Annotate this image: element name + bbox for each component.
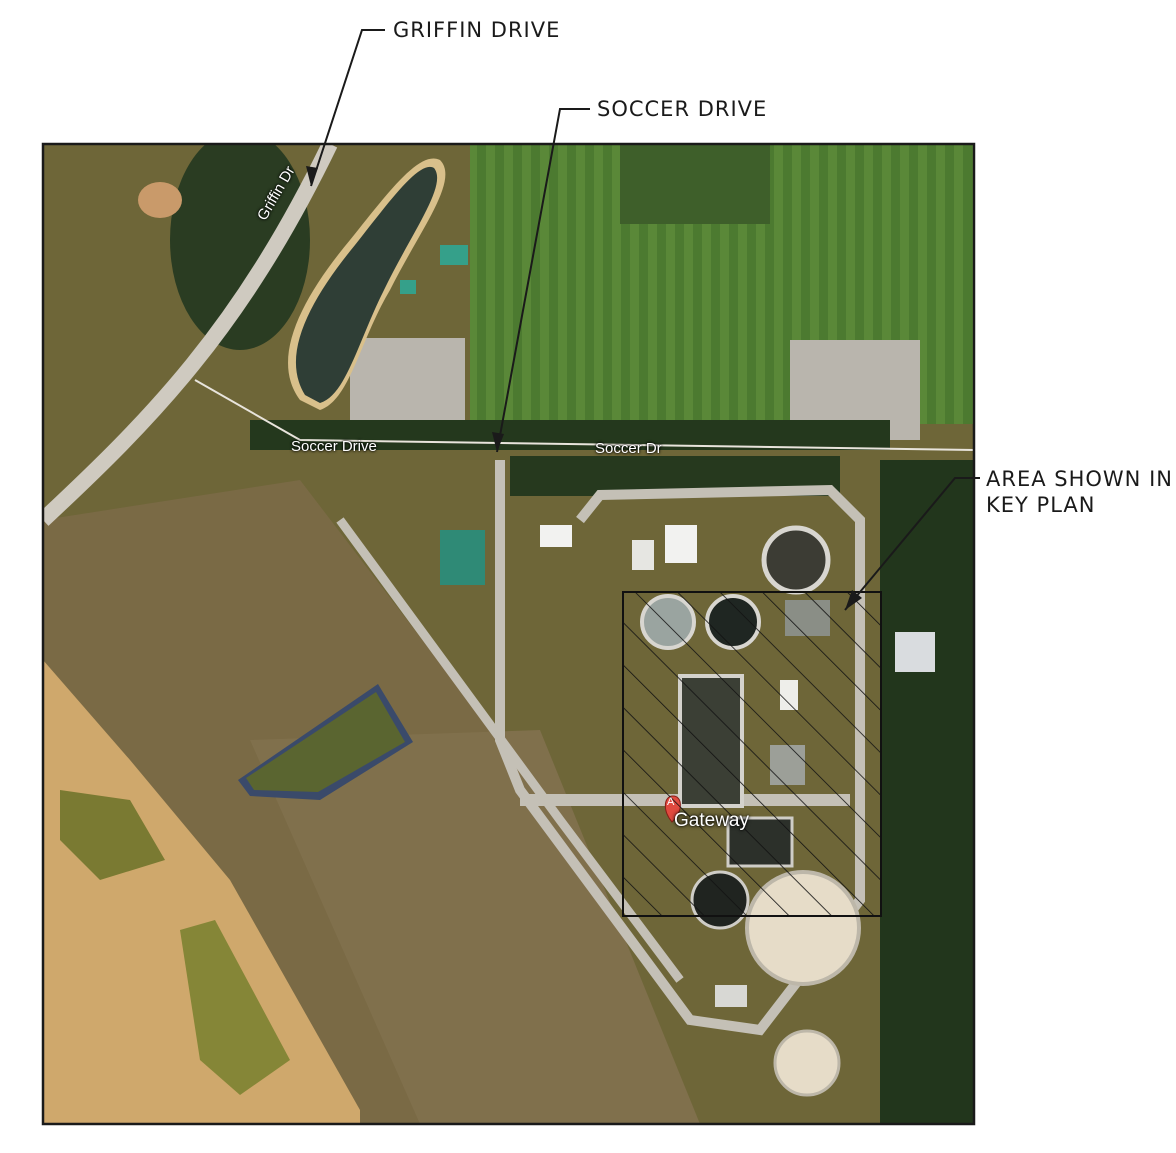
map-label-soccer-drive: Soccer Drive — [291, 438, 377, 455]
diagonal-service-road — [336, 517, 684, 983]
white-building-2 — [665, 525, 697, 563]
leader-area-shown — [844, 477, 980, 611]
pump-house — [715, 985, 747, 1007]
callout-area-shown-line1: AREA SHOWN IN — [986, 467, 1173, 491]
shed-building — [895, 632, 935, 672]
tree-cluster-nw — [170, 144, 310, 350]
map-label-soccer-dr: Soccer Dr — [595, 440, 662, 457]
green-pond-sw — [246, 692, 405, 792]
leader-lines — [310, 29, 980, 611]
key-plan-hatch — [623, 592, 881, 916]
griffin-drive-road — [43, 144, 338, 526]
brown-field-lower — [250, 730, 700, 1124]
arrowhead-griffin — [306, 166, 318, 186]
quarry-sand — [43, 660, 360, 1124]
tree-belt-east — [880, 460, 974, 1124]
white-building-3 — [632, 540, 654, 570]
aerial-map — [43, 144, 974, 1124]
quarry-pond-1 — [60, 790, 165, 880]
storage-tank-small — [773, 1029, 841, 1097]
field-trees — [620, 144, 770, 224]
clarifier-north — [761, 525, 831, 595]
quarry-pond-2 — [180, 920, 290, 1095]
callout-griffin-drive: GRIFFIN DRIVE — [393, 18, 561, 42]
baseball-infield — [138, 182, 182, 218]
leader-soccer-drive — [496, 108, 590, 453]
marker-letter: A — [667, 796, 675, 808]
callout-soccer-drive: SOCCER DRIVE — [597, 97, 768, 121]
marker-place-label: Gateway — [674, 810, 749, 831]
callout-area-shown-line2: KEY PLAN — [986, 493, 1096, 517]
retention-pond-north — [295, 166, 438, 403]
leader-griffin-drive — [310, 29, 385, 187]
pavilion-roof-1 — [440, 245, 468, 265]
pavilion-roof-2 — [400, 280, 416, 294]
soccer-drive-road — [194, 379, 974, 451]
arrowhead-area — [845, 590, 862, 610]
leader-arrowheads — [306, 166, 862, 610]
key-plan-area-outline — [622, 591, 882, 917]
arrowhead-soccer — [492, 432, 504, 452]
white-building-1 — [540, 525, 572, 547]
map-frame — [41, 142, 976, 1126]
green-roof-building — [440, 530, 485, 585]
